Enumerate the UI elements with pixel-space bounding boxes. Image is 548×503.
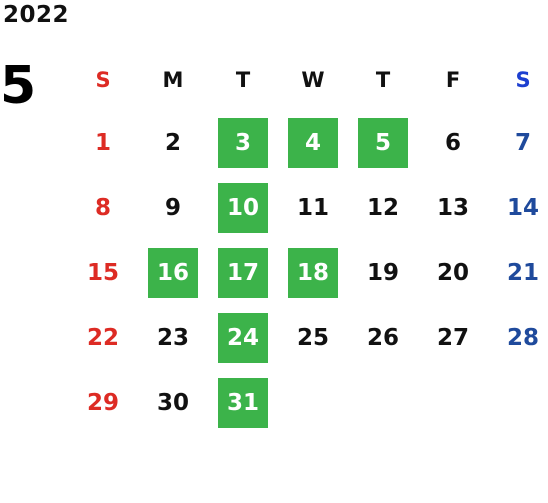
day-number: 10 xyxy=(218,182,268,233)
day-number: 22 xyxy=(86,324,119,351)
weekday-header: S xyxy=(95,68,111,92)
day-number: 18 xyxy=(288,247,338,298)
highlighted-day-cell[interactable]: 16 xyxy=(138,240,208,305)
day-number: 6 xyxy=(444,129,461,156)
day-number: 15 xyxy=(86,259,119,286)
day-number: 27 xyxy=(436,324,469,351)
day-number: 23 xyxy=(156,324,189,351)
day-cell[interactable]: 21 xyxy=(488,240,548,305)
day-cell[interactable]: 27 xyxy=(418,305,488,370)
day-cell[interactable]: 8 xyxy=(68,175,138,240)
day-number: 20 xyxy=(436,259,469,286)
highlighted-day-cell[interactable]: 17 xyxy=(208,240,278,305)
day-cell[interactable]: 26 xyxy=(348,305,418,370)
day-number: 25 xyxy=(296,324,329,351)
day-number: 21 xyxy=(506,259,539,286)
day-cell[interactable]: 2 xyxy=(138,110,208,175)
day-cell[interactable]: 13 xyxy=(418,175,488,240)
empty-day-cell xyxy=(418,370,488,435)
day-number: 24 xyxy=(218,312,268,363)
day-cell[interactable]: 23 xyxy=(138,305,208,370)
highlighted-day-cell[interactable]: 3 xyxy=(208,110,278,175)
day-number: 16 xyxy=(148,247,198,298)
empty-day-cell xyxy=(488,370,548,435)
empty-day-cell xyxy=(278,370,348,435)
weekday-header: T xyxy=(235,68,251,92)
day-cell[interactable]: 22 xyxy=(68,305,138,370)
day-cell[interactable]: 1 xyxy=(68,110,138,175)
day-number: 17 xyxy=(218,247,268,298)
day-cell[interactable]: 12 xyxy=(348,175,418,240)
day-number: 28 xyxy=(506,324,539,351)
day-number: 7 xyxy=(514,129,531,156)
day-number: 30 xyxy=(156,389,189,416)
day-number: 12 xyxy=(366,194,399,221)
day-cell[interactable]: 20 xyxy=(418,240,488,305)
day-cell[interactable]: 30 xyxy=(138,370,208,435)
highlighted-day-cell[interactable]: 24 xyxy=(208,305,278,370)
day-number: 11 xyxy=(296,194,329,221)
day-number: 14 xyxy=(506,194,539,221)
highlighted-day-cell[interactable]: 4 xyxy=(278,110,348,175)
day-number: 1 xyxy=(94,129,111,156)
highlighted-day-cell[interactable]: 5 xyxy=(348,110,418,175)
weekday-header: S xyxy=(515,68,531,92)
day-number: 19 xyxy=(366,259,399,286)
weekday-header: F xyxy=(445,68,461,92)
day-cell[interactable]: 19 xyxy=(348,240,418,305)
day-number: 5 xyxy=(358,117,408,168)
weekday-header: M xyxy=(162,68,184,92)
empty-day-cell xyxy=(348,370,418,435)
day-cell[interactable]: 14 xyxy=(488,175,548,240)
day-cell[interactable]: 29 xyxy=(68,370,138,435)
day-number: 13 xyxy=(436,194,469,221)
highlighted-day-cell[interactable]: 31 xyxy=(208,370,278,435)
day-cell[interactable]: 7 xyxy=(488,110,548,175)
day-number: 2 xyxy=(164,129,181,156)
highlighted-day-cell[interactable]: 18 xyxy=(278,240,348,305)
highlighted-day-cell[interactable]: 10 xyxy=(208,175,278,240)
day-number: 9 xyxy=(164,194,181,221)
weekday-header: W xyxy=(301,68,325,92)
calendar-month: 5 xyxy=(0,56,37,116)
day-number: 29 xyxy=(86,389,119,416)
day-number: 3 xyxy=(218,117,268,168)
day-cell[interactable]: 28 xyxy=(488,305,548,370)
day-number: 31 xyxy=(218,377,268,428)
calendar-year: 2022 xyxy=(3,2,70,28)
weekday-header: T xyxy=(375,68,391,92)
day-number: 4 xyxy=(288,117,338,168)
day-cell[interactable]: 9 xyxy=(138,175,208,240)
day-number: 8 xyxy=(94,194,111,221)
day-cell[interactable]: 11 xyxy=(278,175,348,240)
day-cell[interactable]: 25 xyxy=(278,305,348,370)
day-number: 26 xyxy=(366,324,399,351)
day-cell[interactable]: 6 xyxy=(418,110,488,175)
day-cell[interactable]: 15 xyxy=(68,240,138,305)
